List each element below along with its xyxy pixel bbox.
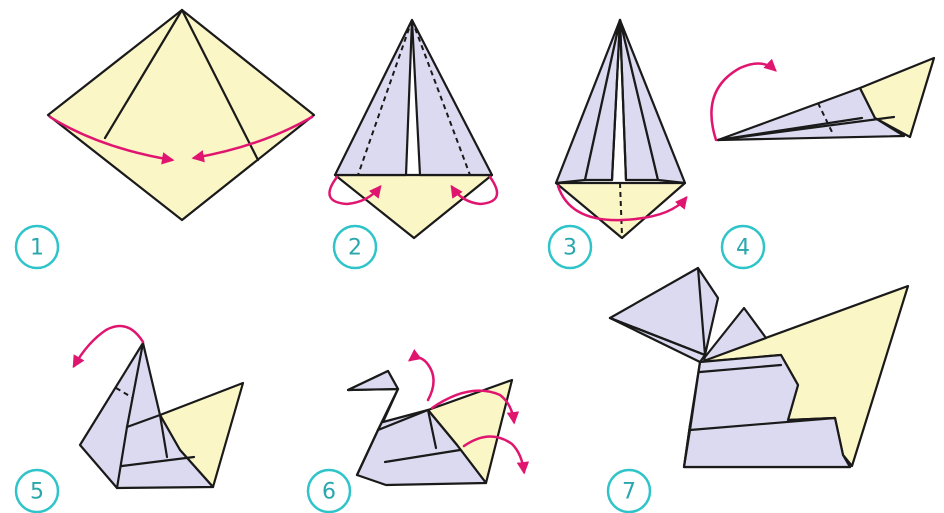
step-1-number: 1 xyxy=(30,236,44,261)
step-4-badge: 4 xyxy=(722,226,764,268)
step-7-number: 7 xyxy=(622,480,636,505)
step-3-figure xyxy=(556,20,686,238)
step-5-number: 5 xyxy=(30,480,44,505)
step-2-number: 2 xyxy=(348,236,362,261)
step-5-figure xyxy=(74,326,243,488)
step-6-figure xyxy=(348,357,524,485)
fold-arrow-head xyxy=(410,357,434,400)
step-7-figure xyxy=(610,268,908,467)
step-3-badge: 3 xyxy=(549,226,591,268)
step-6-number: 6 xyxy=(322,480,336,505)
step-7-badge: 7 xyxy=(608,470,650,512)
step-6-badge: 6 xyxy=(308,470,350,512)
step-4-figure xyxy=(711,58,934,140)
step-3-number: 3 xyxy=(563,236,577,261)
step-1-badge: 1 xyxy=(16,226,58,268)
step-2-badge: 2 xyxy=(334,226,376,268)
step-2-figure xyxy=(329,20,497,238)
step-4-number: 4 xyxy=(736,236,750,261)
step-5-badge: 5 xyxy=(16,470,58,512)
step-1-figure xyxy=(48,10,314,220)
